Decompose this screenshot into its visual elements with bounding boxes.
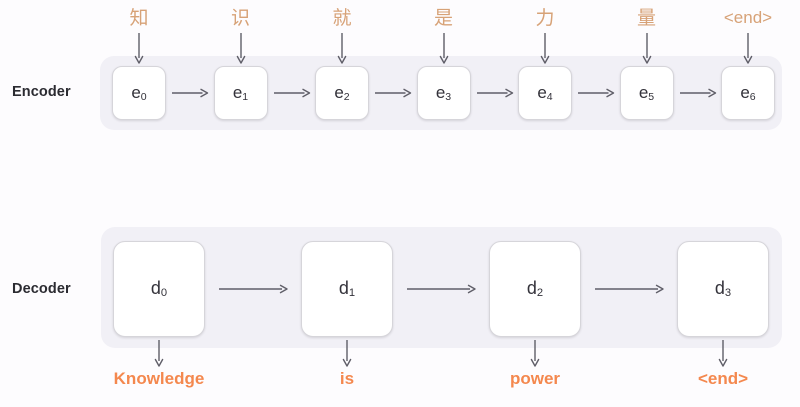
cell-label: e3: [435, 82, 452, 103]
encoder-input-token-5: 量: [636, 8, 656, 29]
encoder-row-label: Encoder: [12, 84, 71, 100]
cell-label: e1: [232, 82, 249, 103]
encoder-cell-4: e4: [518, 66, 572, 120]
decoder-output-token-1: is: [339, 369, 355, 388]
decoder-output-token-2: power: [509, 369, 561, 388]
decoder-cell-2: d2: [489, 241, 581, 337]
cell-label: e5: [638, 82, 655, 103]
cell-label: e0: [131, 82, 147, 103]
encoder-cell-6: e6: [721, 66, 775, 120]
decoder-output-token-3: <end>: [697, 369, 749, 388]
encoder-cell-3: e3: [416, 66, 471, 120]
encoder-cell-5: e5: [619, 66, 674, 120]
decoder-panel: [101, 227, 782, 348]
cell-label: e2: [334, 82, 350, 103]
encoder-cell-1: e1: [213, 66, 268, 120]
encoder-input-token-4: 力: [535, 8, 555, 29]
decoder-cell-0: d0: [113, 241, 205, 337]
decoder-cell-1: d1: [301, 241, 393, 337]
encoder-input-token-1: 识: [230, 8, 250, 29]
cell-label: e4: [537, 82, 553, 103]
encoder-input-token-2: 就: [332, 8, 352, 29]
decoder-cell-3: d3: [677, 241, 769, 337]
encoder-input-token-0: 知: [129, 8, 149, 29]
cell-label: d0: [150, 277, 168, 299]
cell-label: d1: [338, 277, 356, 299]
encoder-input-token-3: 是: [433, 8, 453, 29]
decoder-row-label: Decoder: [12, 281, 71, 297]
cell-label: d2: [526, 277, 544, 299]
cell-label: d3: [714, 277, 732, 299]
decoder-output-token-0: Knowledge: [113, 369, 205, 388]
cell-label: e6: [740, 82, 756, 103]
encoder-cell-2: e2: [315, 66, 369, 120]
encoder-input-token-6: <end>: [723, 8, 773, 27]
encoder-cell-0: e0: [112, 66, 166, 120]
